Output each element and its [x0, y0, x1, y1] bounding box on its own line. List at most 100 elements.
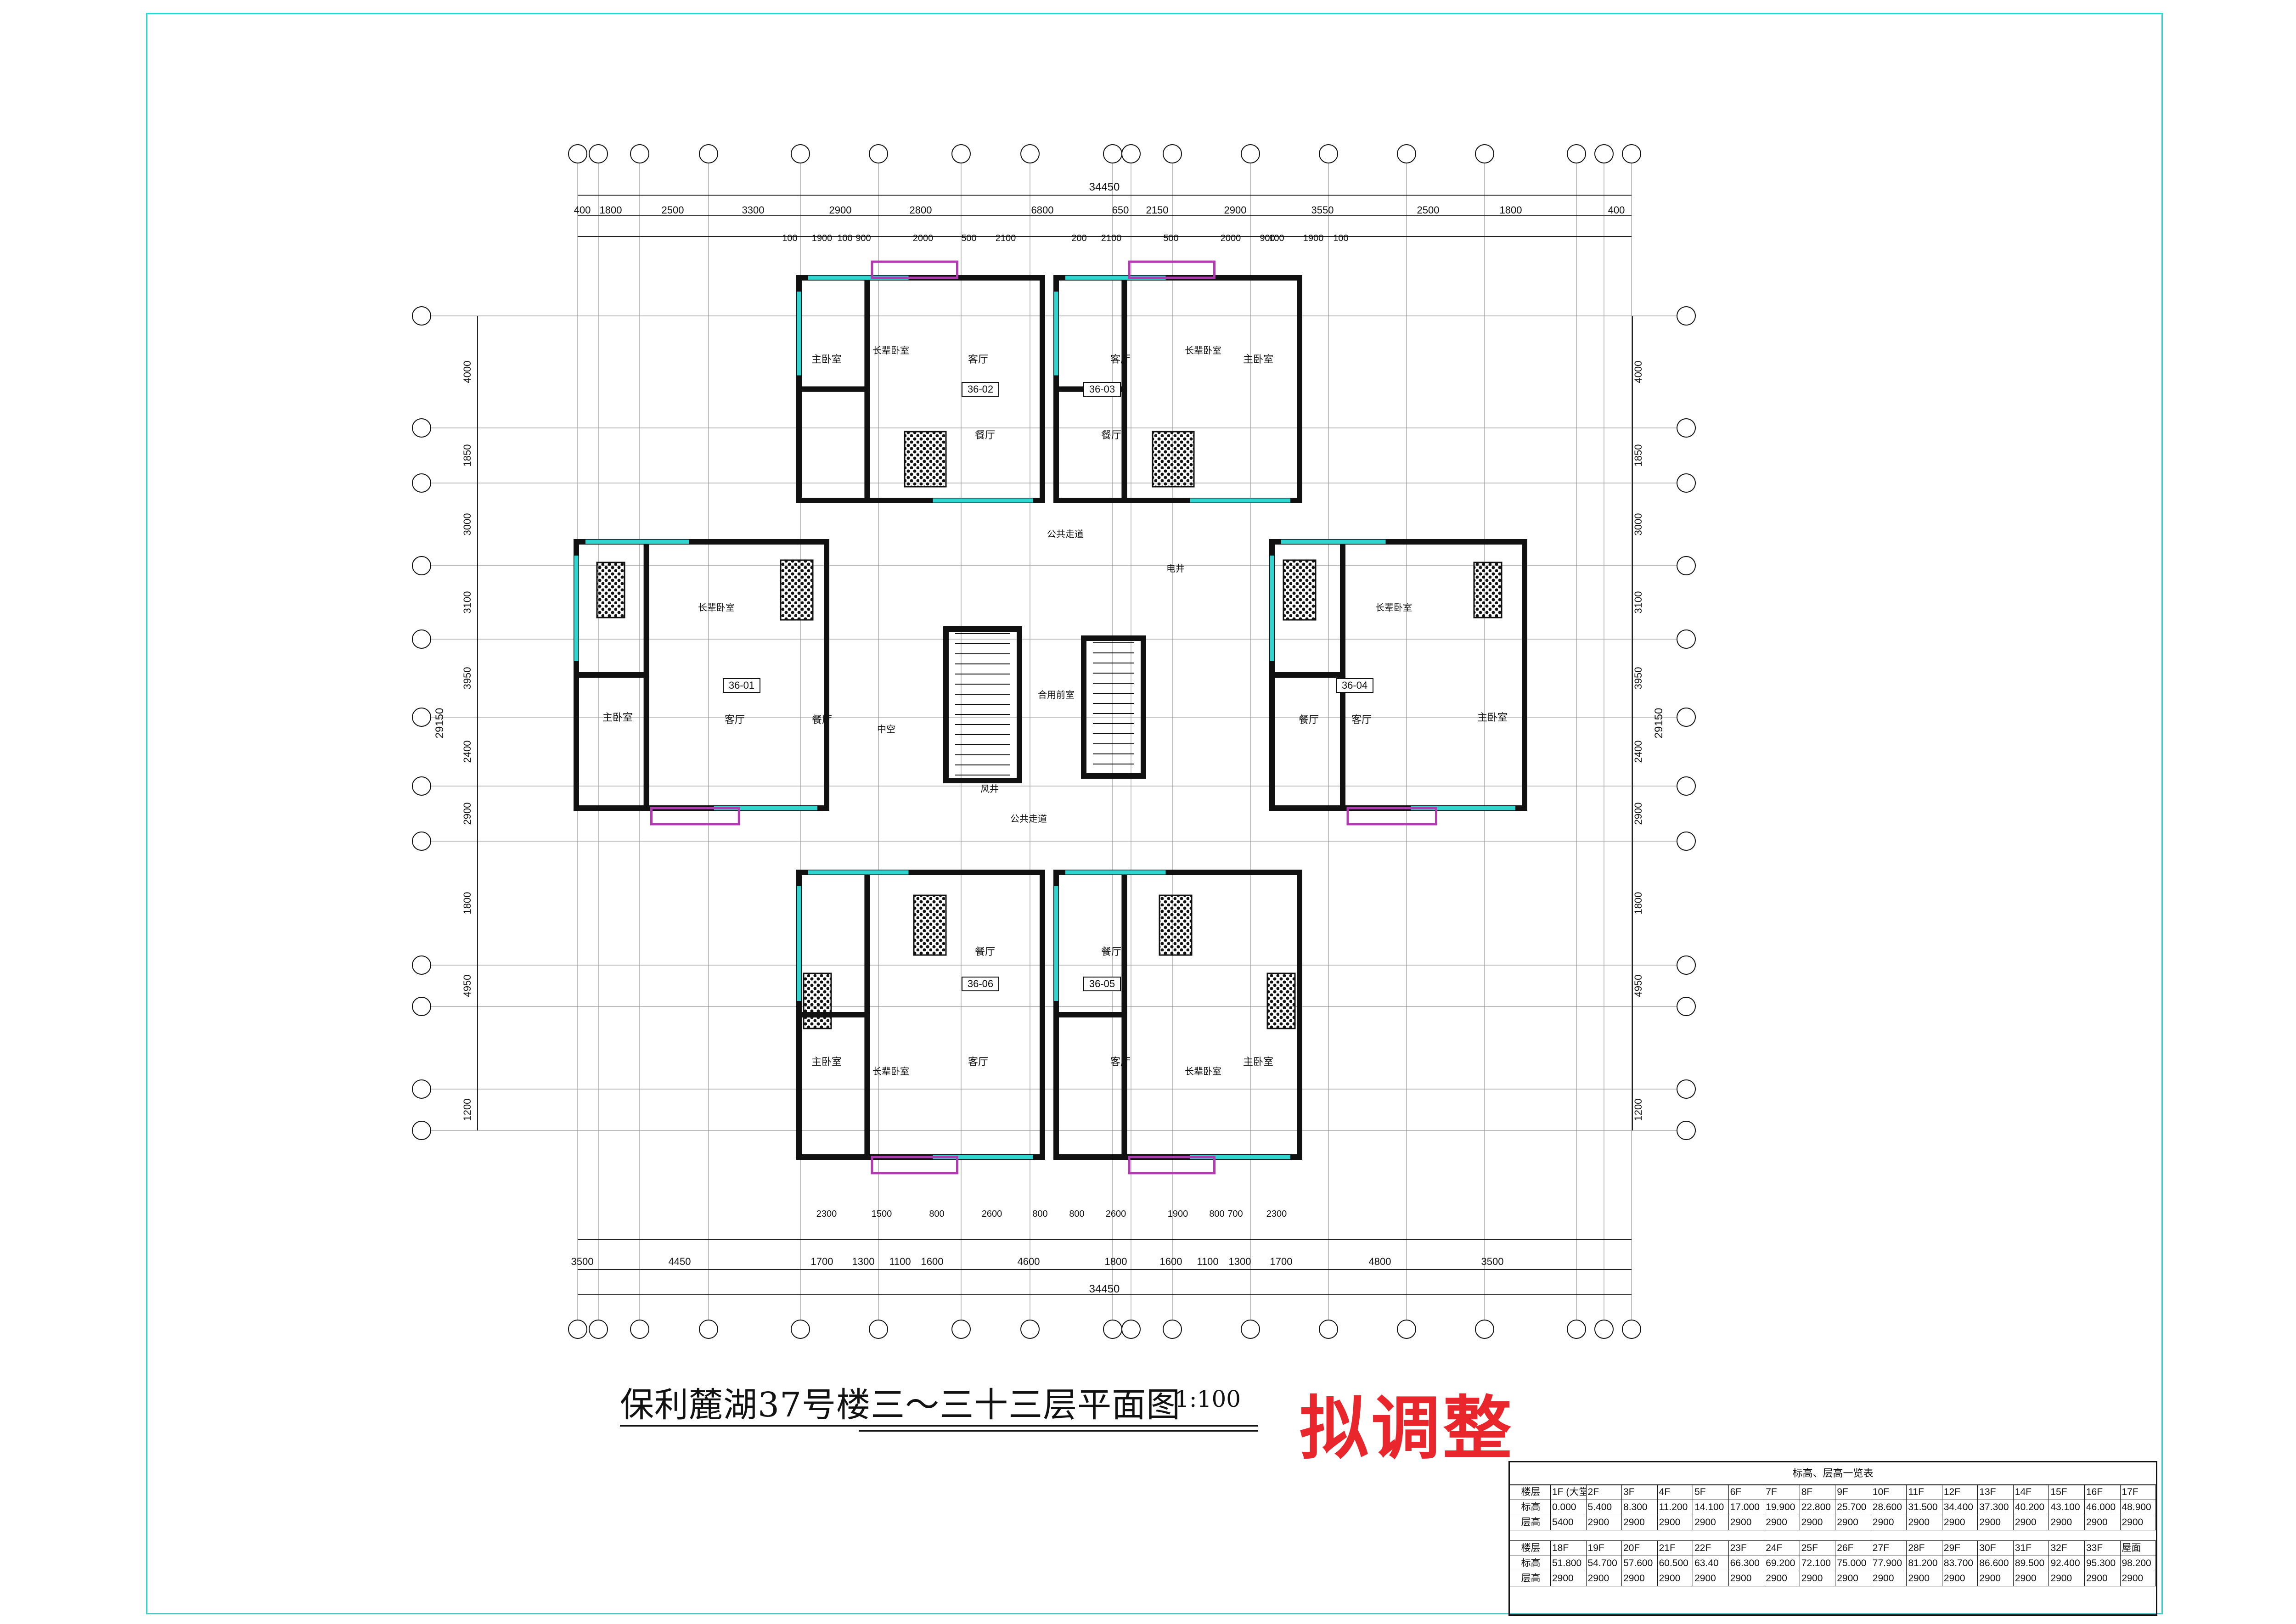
- axis-bubble: [630, 144, 649, 163]
- drawing-scale: 1:100: [1175, 1386, 1241, 1412]
- room-label-master-bedroom: 主卧室: [1477, 712, 1508, 723]
- axis-bubble: [1241, 1320, 1260, 1339]
- balcony: [871, 260, 958, 279]
- top-dim: 400: [574, 204, 591, 216]
- table-cell: 60.500: [1658, 1556, 1694, 1571]
- top-dim: 1800: [1500, 204, 1522, 216]
- bathroom-hatch: [1152, 431, 1195, 488]
- axis-bubble: [412, 473, 431, 493]
- right-dim: 2900: [1632, 803, 1644, 825]
- room-label-living: 客厅: [725, 714, 745, 725]
- top-dim: 200: [1071, 233, 1086, 243]
- table-spacer: [1510, 1530, 2156, 1541]
- bottom-dim: 1100: [889, 1256, 911, 1267]
- table-cell: 72.100: [1800, 1556, 1836, 1571]
- core-label: 风井: [980, 784, 999, 794]
- axis-bubble: [1677, 832, 1696, 851]
- axis-bubble: [699, 144, 718, 163]
- axis-bubble: [1121, 1320, 1141, 1339]
- axis-bubble: [791, 1320, 810, 1339]
- table-cell: 2900: [1942, 1515, 1978, 1530]
- axis-bubble: [568, 1320, 587, 1339]
- table-cell: 95.300: [2085, 1556, 2121, 1571]
- overall-height-dim-right: 29150: [1653, 708, 1665, 739]
- table-cell: 22F: [1693, 1540, 1729, 1556]
- axis-bubble: [1163, 1320, 1182, 1339]
- table-row-label: 标高: [1510, 1556, 1551, 1571]
- top-dim: 1900: [1303, 233, 1324, 243]
- table-cell: 2900: [2121, 1515, 2156, 1530]
- unit-id: 36-01: [729, 680, 754, 691]
- table-cell: 5.400: [1587, 1500, 1622, 1515]
- table-cell: 22.800: [1800, 1500, 1836, 1515]
- room-label-elder-bedroom: 长辈卧室: [872, 1066, 909, 1077]
- bottom-dim: 1800: [1105, 1256, 1127, 1267]
- unit-tag-box: [723, 678, 760, 693]
- bottom-dim: 1600: [1160, 1256, 1182, 1267]
- bottom-dim: 800: [929, 1209, 944, 1219]
- table-row-label: 层高: [1510, 1571, 1551, 1586]
- left-dim: 1850: [461, 444, 473, 467]
- axis-bubble: [412, 629, 431, 649]
- axis-bubble: [1241, 144, 1260, 163]
- room-label-living: 客厅: [1110, 1056, 1131, 1068]
- left-dim: 2900: [461, 803, 473, 825]
- bottom-dim: 2300: [816, 1209, 837, 1219]
- table-cell: 19F: [1587, 1540, 1622, 1556]
- table-cell: 30F: [1978, 1540, 2014, 1556]
- table-cell: 26F: [1835, 1540, 1871, 1556]
- table-cell: 10F: [1871, 1484, 1907, 1500]
- top-dim: 100: [782, 233, 797, 243]
- axis-bubble: [1622, 1320, 1641, 1339]
- table-cell: 9F: [1835, 1484, 1871, 1500]
- left-dim: 2400: [461, 741, 473, 763]
- table-cell: 15F: [2049, 1484, 2085, 1500]
- left-dim: 4000: [461, 361, 473, 383]
- axis-bubble: [1319, 1320, 1338, 1339]
- core-label: 中空: [877, 724, 895, 735]
- table-cell: 5400: [1551, 1515, 1587, 1530]
- table-cell: 27F: [1871, 1540, 1907, 1556]
- room-label-dining: 餐厅: [1101, 429, 1121, 441]
- right-dim: 1850: [1632, 444, 1644, 467]
- room-label-elder-bedroom: 长辈卧室: [1185, 1066, 1221, 1077]
- right-dim: 4000: [1632, 361, 1644, 383]
- unit-tag-box: [962, 382, 999, 397]
- axis-bubble: [412, 997, 431, 1016]
- table-cell: 86.600: [1978, 1556, 2014, 1571]
- axis-bubble: [869, 1320, 888, 1339]
- revision-stamp: 拟调整: [1300, 1389, 1515, 1469]
- axis-bubble: [699, 1320, 718, 1339]
- top-dim: 2000: [1221, 233, 1241, 243]
- bathroom-hatch: [1283, 559, 1317, 621]
- table-cell: 63.40: [1693, 1556, 1729, 1571]
- table-cell: 40.200: [2014, 1500, 2049, 1515]
- axis-bubble: [412, 955, 431, 975]
- top-dim: 1900: [812, 233, 833, 243]
- bottom-dim: 2300: [1266, 1209, 1287, 1219]
- right-dim: 4950: [1632, 975, 1644, 997]
- table-cell: 25F: [1800, 1540, 1836, 1556]
- room-label-dining: 餐厅: [975, 946, 995, 957]
- table-cell: 12F: [1942, 1484, 1978, 1500]
- title-underline: [620, 1425, 1258, 1427]
- stair-core: [1081, 635, 1146, 779]
- bottom-dim: 1700: [811, 1256, 833, 1267]
- table-cell: 2900: [1835, 1571, 1871, 1586]
- right-dim: 3100: [1632, 591, 1644, 614]
- table-cell: 8F: [1800, 1484, 1836, 1500]
- table-cell: 81.200: [1907, 1556, 1942, 1571]
- axis-bubble: [412, 1121, 431, 1140]
- axis-bubble: [1397, 144, 1416, 163]
- bottom-dim: 1900: [1168, 1209, 1188, 1219]
- axis-bubble: [1677, 708, 1696, 727]
- table-cell: 2900: [1871, 1571, 1907, 1586]
- table-cell: 2900: [2014, 1571, 2049, 1586]
- unit-id: 36-06: [968, 978, 993, 989]
- table-cell: 24F: [1764, 1540, 1800, 1556]
- balcony: [871, 1156, 958, 1174]
- table-cell: 2900: [1800, 1515, 1836, 1530]
- bottom-dim: 700: [1227, 1209, 1243, 1219]
- table-row-label: 标高: [1510, 1500, 1551, 1515]
